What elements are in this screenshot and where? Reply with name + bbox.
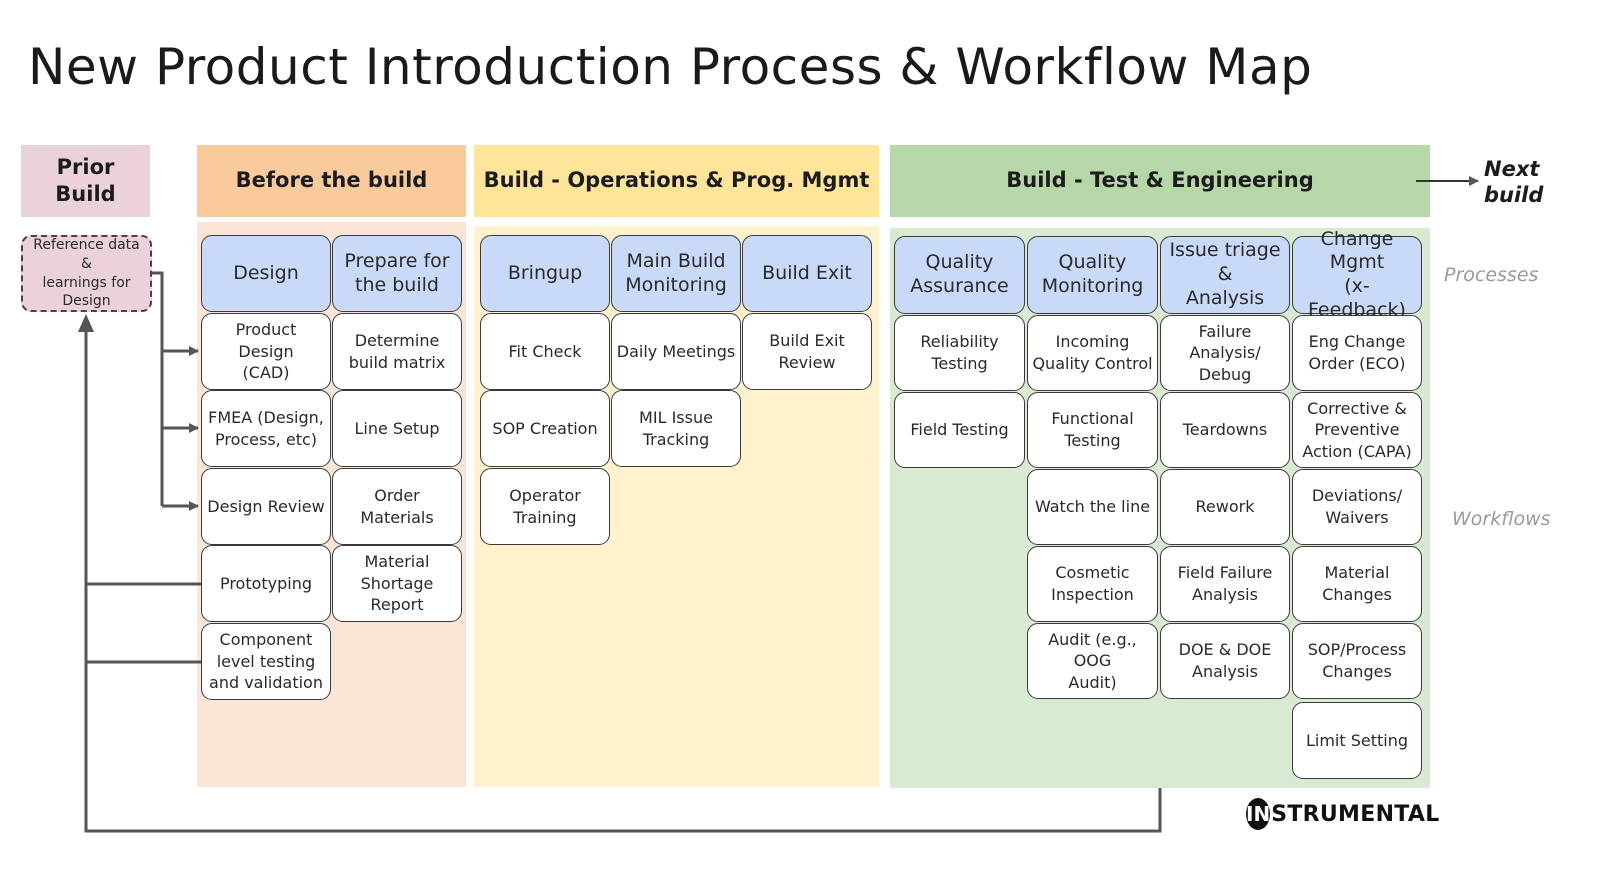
workflow-teardowns: Teardowns <box>1160 392 1290 468</box>
feedback-loop-line <box>84 330 1162 833</box>
workflow-daily-meetings: Daily Meetings <box>611 313 741 390</box>
workflow-material-changes: Material Changes <box>1292 546 1422 622</box>
workflow-operator-training: Operator Training <box>480 468 610 545</box>
workflow-component-testing: Component level testing and validation <box>201 623 331 700</box>
workflow-functional-testing: Functional Testing <box>1027 392 1158 468</box>
workflow-cosmetic-inspection: Cosmetic Inspection <box>1027 546 1158 622</box>
prior-build-header: Prior Build <box>21 145 150 217</box>
process-change-mgmt: Change Mgmt (x-Feedback) <box>1292 228 1422 321</box>
workflow-incoming-quality-control: Incoming Quality Control <box>1027 315 1158 391</box>
feedback-loop-arrowhead <box>78 314 94 332</box>
processes-label: Processes <box>1444 264 1539 286</box>
workflow-audit: Audit (e.g., OOG Audit) <box>1027 623 1158 699</box>
process-main-build-monitoring: Main Build Monitoring <box>611 235 741 312</box>
workflow-build-matrix: Determine build matrix <box>332 313 462 390</box>
reference-connector <box>152 271 164 506</box>
workflow-sop-creation: SOP Creation <box>480 390 610 467</box>
process-build-exit: Build Exit <box>742 235 872 312</box>
reference-data-box: Reference data & learnings for Design <box>21 235 152 312</box>
workflow-watch-the-line: Watch the line <box>1027 469 1158 545</box>
workflow-fmea: FMEA (Design, Process, etc) <box>201 390 331 467</box>
page-title: New Product Introduction Process & Workf… <box>28 38 1313 96</box>
workflow-reliability-testing: Reliability Testing <box>894 315 1025 391</box>
process-design: Design <box>201 235 331 312</box>
workflow-deviations-waivers: Deviations/ Waivers <box>1292 469 1422 545</box>
process-quality-monitoring: Quality Monitoring <box>1027 236 1158 314</box>
workflow-rework: Rework <box>1160 469 1290 545</box>
operations-header: Build - Operations & Prog. Mgmt <box>474 145 879 217</box>
before-build-header: Before the build <box>197 145 466 217</box>
instrumental-logo: IN STRUMENTAL <box>1246 797 1440 831</box>
workflow-line-setup: Line Setup <box>332 390 462 467</box>
workflow-fit-check: Fit Check <box>480 313 610 390</box>
workflow-field-failure-analysis: Field Failure Analysis <box>1160 546 1290 622</box>
workflow-field-testing: Field Testing <box>894 392 1025 468</box>
workflows-label: Workflows <box>1452 508 1551 530</box>
logo-mark: IN <box>1246 798 1271 830</box>
workflow-product-design: Product Design (CAD) <box>201 313 331 390</box>
workflow-design-review: Design Review <box>201 468 331 545</box>
workflow-material-shortage: Material Shortage Report <box>332 545 462 622</box>
workflow-doe-analysis: DOE & DOE Analysis <box>1160 623 1290 699</box>
workflow-mil-issue-tracking: MIL Issue Tracking <box>611 390 741 467</box>
process-bringup: Bringup <box>480 235 610 312</box>
workflow-prototyping: Prototyping <box>201 545 331 622</box>
workflow-capa: Corrective & Preventive Action (CAPA) <box>1292 392 1422 468</box>
test-engineering-header: Build - Test & Engineering <box>890 145 1430 217</box>
process-quality-assurance: Quality Assurance <box>894 236 1025 314</box>
process-prepare: Prepare for the build <box>332 235 462 312</box>
next-build-label: Next build <box>1484 157 1544 208</box>
process-issue-triage: Issue triage & Analysis <box>1160 236 1290 314</box>
workflow-sop-process-changes: SOP/Process Changes <box>1292 623 1422 699</box>
workflow-build-exit-review: Build Exit Review <box>742 313 872 390</box>
logo-text: STRUMENTAL <box>1271 801 1440 827</box>
workflow-failure-analysis: Failure Analysis/ Debug <box>1160 315 1290 391</box>
workflow-order-materials: Order Materials <box>332 468 462 545</box>
workflow-eco: Eng Change Order (ECO) <box>1292 315 1422 391</box>
workflow-limit-setting: Limit Setting <box>1292 702 1422 779</box>
